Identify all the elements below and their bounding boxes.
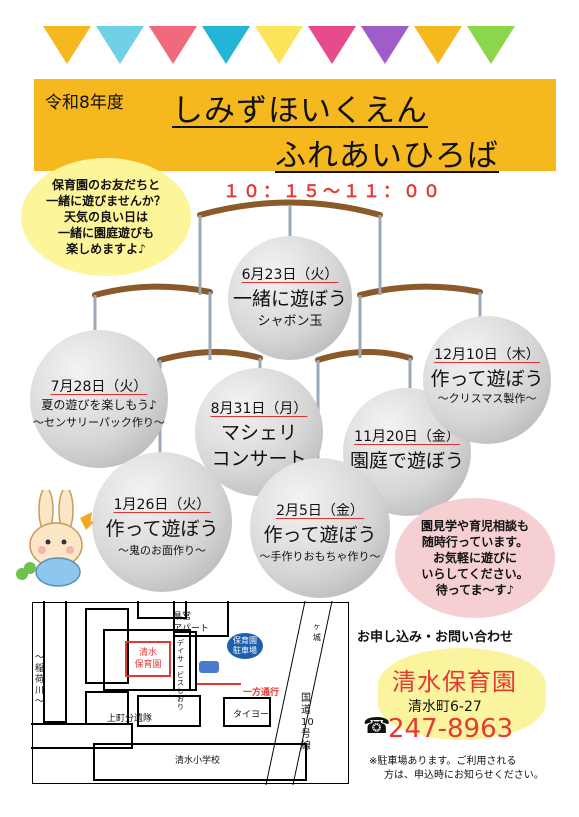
event-title: 園庭で遊ぼう [349,450,464,472]
map-block [85,608,129,684]
flag [308,26,356,64]
map-block [223,697,271,727]
event-sub: ～鬼のお面作り～ [118,544,206,557]
map-label-kenei: 県営 [173,612,192,622]
phone-number: 247-8963 [388,714,514,744]
mobile-bar [157,348,263,363]
event-date: 7月28日（火） [50,379,148,395]
map-block [173,631,197,691]
info-line: お気軽に遊びに [432,551,517,565]
flag [202,26,250,64]
map-label-school: 清水小学校 [175,756,221,766]
mobile-bar [92,283,213,298]
info-line: 待ってま～す♪ [435,583,515,597]
contact-address: 清水町6-27 [408,699,482,715]
event-title: 夏の遊びを楽しもう♪ [41,398,157,412]
flag [149,26,197,64]
map-block [173,601,229,637]
event-title: 作って遊ぼう [430,368,544,390]
event-title: 作って遊ぼう [105,518,219,540]
event-date: 6月23日（火） [241,267,339,283]
map-label-apart: アパート [173,624,209,634]
event-sub: ～クリスマス製作～ [437,392,537,405]
map-block [43,601,67,723]
contact-heading: お申し込み・お問い合わせ [357,630,514,645]
event-sub: シャボン玉 [257,314,323,329]
mobile-bar [197,199,383,218]
flag [361,26,409,64]
flag [414,26,462,64]
event-ball: 7月28日（火） 夏の遊びを楽しもう♪ ～センサリーパック作り～ [30,330,168,468]
phone-icon: ☎ [363,714,391,739]
event-ball: 2月5日（金） 作って遊ぼう ～手作りおもちゃ作り～ [250,458,390,598]
event-title: 作って遊ぼう [263,524,377,546]
intro-bubble: 保育園のお友だちと 一緒に遊びませんか？ 天気の良い日は 一緒に園庭遊びも 楽し… [21,158,191,276]
page-title-line2: ふれあいひろば [275,138,499,174]
map-label-taiyo: タイヨー [233,710,270,720]
event-date: 2月5日（金） [276,503,364,519]
map-label-route: 国道10号線 [301,693,314,752]
intro-line: 天気の良い日は [63,210,148,224]
event-ball: 1月26日（火） 作って遊ぼう ～鬼のお面作り～ [92,452,232,592]
map-label-day: デイサービスしおり [177,639,184,711]
map-label-kamimachi: 上町分遺隊 [107,714,153,724]
event-date: 8月31日（月） [210,401,308,417]
map-nursery: 清水 保育園 [125,641,171,677]
year-label: 令和8年度 [45,93,124,113]
info-line: 園見学や育児相談も [420,519,529,533]
map-block [31,723,133,749]
flag [255,26,303,64]
intro-line: 楽しめますよ♪ [66,242,146,256]
nursery-name: 清水保育園 [392,668,517,696]
map-block [137,695,201,727]
info-bubble: 園見学や育児相談も 随時行っています。 お気軽に遊びに いらしてください。 待っ… [395,498,555,618]
parking-note-2: 方は、申込時にお知らせください。 [384,770,544,781]
event-sub: ～センサリーパック作り～ [33,416,165,429]
info-line: 随時行っています。 [421,535,529,549]
flag [96,26,144,64]
event-ball: 6月23日（火） 一緒に遊ぼう シャボン玉 [228,236,352,360]
map-block [137,601,187,619]
car-icon [199,661,219,673]
map-label-river: ～稲荷川～ [35,653,45,707]
intro-line: 保育園のお友だちと [51,178,160,192]
map-parking-badge: 保育園 駐車場 [227,633,263,659]
event-title: マシェリ [220,422,297,444]
event-ball: 12月10日（木） 作って遊ぼう ～クリスマス製作～ [423,316,551,444]
intro-line: 一緒に園庭遊びも [57,226,154,240]
map-oneway: 一方通行 [243,688,280,698]
parking-note-1: ※駐車場あります。ご利用される [369,756,517,767]
map-block [93,743,307,781]
map-block [103,629,191,691]
flag [467,26,515,64]
info-line: いらしてください。 [421,567,529,581]
access-map: 清水 保育園 県営 アパート 保育園 駐車場 一方通行 上町分遺隊 タイヨー 清… [31,601,349,785]
event-sub: ～手作りおもちゃ作り～ [259,550,381,563]
event-date: 12月10日（木） [434,347,540,363]
bunny-illustration [16,490,94,587]
event-title: 一緒に遊ぼう [232,288,347,310]
map-label-sonota: ヶ城 [313,622,321,642]
event-time: １０：１５～１１：００ [223,182,443,202]
oneway-arrow [197,683,241,685]
header-band [34,79,556,171]
flag [43,26,91,64]
event-date: 1月26日（火） [113,497,211,513]
event-date: 11月20日（金） [354,429,460,445]
page-title-line1: しみずほいくえん [172,93,428,129]
contact-bg [378,648,546,740]
event-title: コンサート [211,448,307,470]
mobile-bar [357,283,483,298]
mobile-bar [315,349,413,363]
intro-line: 一緒に遊びませんか？ [46,194,166,208]
